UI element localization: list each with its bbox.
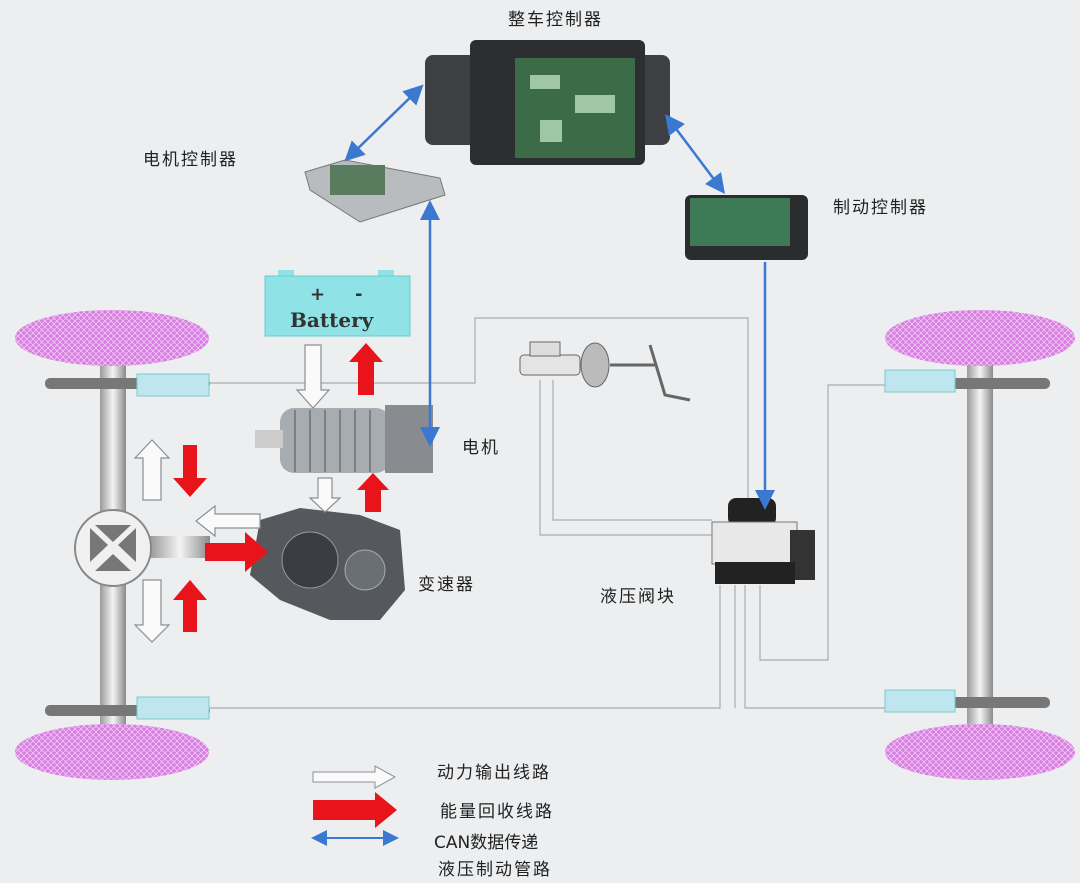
transmission-unit [250,508,405,620]
can-vcu-motor-controller [344,84,424,162]
legend-hydraulic-label: 液压制动管路 [438,860,552,880]
legend-can-label: CAN数据传递 [434,833,539,853]
battery-label: Battery [290,308,375,332]
rear-left-tire [15,724,209,780]
brake-controller-label: 制动控制器 [833,198,928,218]
electric-motor [255,405,433,473]
legend-power-output-label: 动力输出线路 [437,763,551,783]
front-right-tire [885,310,1075,366]
brake-pedal-master-cylinder [519,341,691,402]
vehicle-controller-unit [425,40,670,165]
transmission-label: 变速器 [418,575,475,595]
differential [74,509,152,587]
hydraulic-valve-block-unit [711,498,815,584]
battery-plus: + [310,284,325,305]
motor-controller-label: 电机控制器 [143,150,238,170]
battery-minus: - [355,284,362,305]
legend-energy-recovery-arrow [313,792,397,828]
rear-right-tire [885,724,1075,780]
left-axle-assembly [15,310,210,780]
front-left-tire [15,310,209,366]
motor-label: 电机 [462,438,500,458]
legend-energy-recovery-label: 能量回收线路 [440,802,554,822]
can-lines [344,84,775,510]
motor-controller-unit [304,159,446,223]
hydraulic-lines [210,317,885,709]
can-vcu-brake-controller [665,114,725,194]
energy-recovery-arrows [173,343,389,632]
battery-unit [264,270,411,337]
power-output-arrows [133,344,342,643]
brake-controller-unit [685,195,808,260]
vehicle-controller-label: 整车控制器 [508,10,603,30]
hydraulic-valve-block-label: 液压阀块 [600,587,676,607]
legend-power-output-arrow [312,765,397,789]
right-axle-assembly [884,310,1075,780]
